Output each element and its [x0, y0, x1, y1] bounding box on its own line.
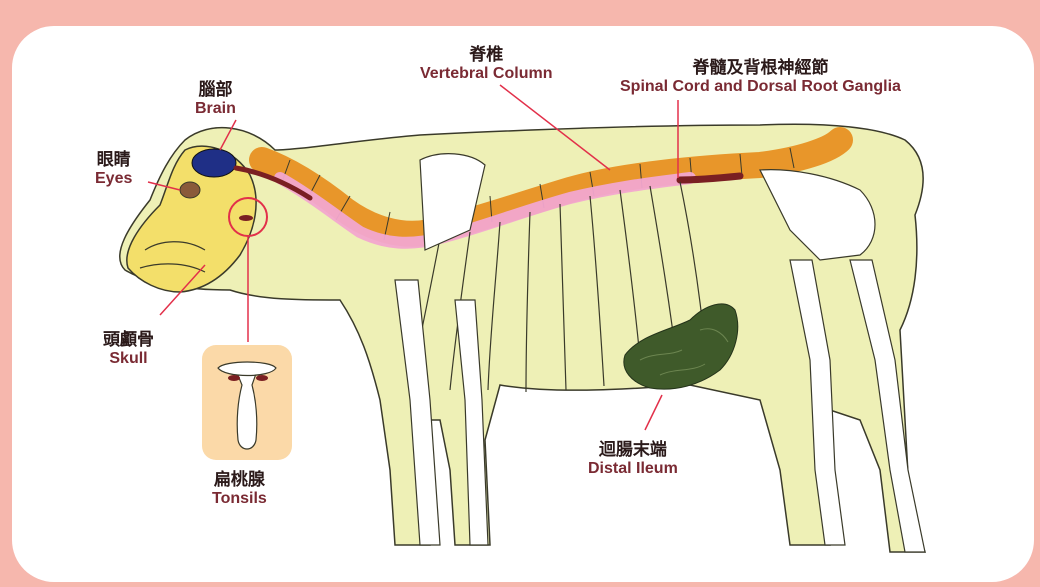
- ileum-pointer: [645, 395, 662, 430]
- label-ileum-en: Distal Ileum: [588, 460, 678, 478]
- label-spinal-zh: 脊髓及背根神經節: [620, 58, 901, 78]
- label-tonsils: 扁桃腺 Tonsils: [212, 470, 267, 508]
- label-vertebral-column: 脊椎 Vertebral Column: [420, 45, 552, 83]
- spinal-cord-rear: [680, 176, 740, 180]
- tonsil-shape: [239, 215, 253, 221]
- label-brain-zh: 腦部: [195, 80, 236, 100]
- label-distal-ileum: 迴腸末端 Distal Ileum: [588, 440, 678, 478]
- label-spinal-en: Spinal Cord and Dorsal Root Ganglia: [620, 78, 901, 96]
- label-ileum-zh: 迴腸末端: [588, 440, 678, 460]
- label-tonsils-en: Tonsils: [212, 490, 267, 508]
- label-tonsils-zh: 扁桃腺: [212, 470, 267, 490]
- label-vertebral-en: Vertebral Column: [420, 65, 552, 83]
- label-eyes-en: Eyes: [95, 170, 132, 188]
- label-spinal-cord: 脊髓及背根神經節 Spinal Cord and Dorsal Root Gan…: [620, 58, 901, 96]
- label-brain-en: Brain: [195, 100, 236, 118]
- label-vertebral-zh: 脊椎: [420, 45, 552, 65]
- brain-shape: [192, 149, 236, 177]
- label-eyes: 眼睛 Eyes: [95, 150, 132, 188]
- label-skull-zh: 頭顱骨: [103, 330, 154, 350]
- label-skull-en: Skull: [103, 350, 154, 368]
- label-brain: 腦部 Brain: [195, 80, 236, 118]
- label-skull: 頭顱骨 Skull: [103, 330, 154, 368]
- label-eyes-zh: 眼睛: [95, 150, 132, 170]
- eye-shape: [180, 182, 200, 198]
